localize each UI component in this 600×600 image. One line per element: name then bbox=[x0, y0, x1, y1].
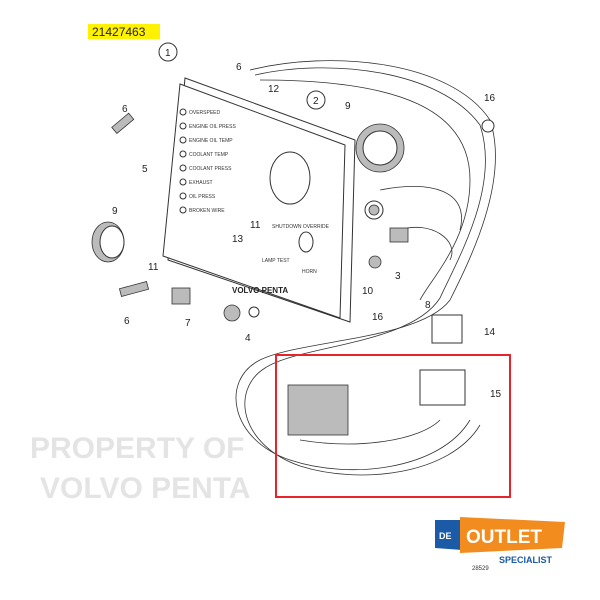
panel-brand: VOLVO PENTA bbox=[232, 286, 288, 295]
part-number-highlight bbox=[88, 24, 160, 39]
fuse-holder bbox=[419, 369, 466, 406]
callouts: 6 12 2 9 16 6 5 9 11 13 11 6 7 4 3 10 8 … bbox=[112, 62, 502, 400]
relay bbox=[431, 314, 463, 344]
callout-9: 9 bbox=[112, 206, 118, 217]
instrument-panel: OVERSPEED ENGINE OIL PRESS ENGINE OIL TE… bbox=[162, 77, 356, 323]
components bbox=[91, 112, 495, 436]
callout-6: 6 bbox=[122, 104, 128, 115]
watermark-line-2: VOLVO PENTA bbox=[40, 472, 251, 505]
shutdown-label: SHUTDOWN OVERRIDE bbox=[272, 224, 330, 230]
horn-label: HORN bbox=[302, 269, 317, 275]
lamp-test-label: LAMP TEST bbox=[262, 258, 290, 264]
callout-8: 8 bbox=[425, 300, 431, 311]
callout-9: 9 bbox=[345, 101, 351, 112]
callout-14: 14 bbox=[484, 327, 496, 338]
lamp-label: ENGINE OIL PRESS bbox=[189, 124, 236, 130]
outlet-specialist-logo: DE OUTLET SPECIALIST 28529 bbox=[435, 517, 565, 572]
wiring-harness bbox=[235, 60, 496, 476]
watermark-line-1: PROPERTY OF bbox=[30, 432, 244, 465]
callout-13: 13 bbox=[232, 234, 244, 245]
lamp-label: ENGINE OIL TEMP bbox=[189, 138, 233, 144]
lamp-label: OIL PRESS bbox=[189, 194, 216, 200]
callout-11: 11 bbox=[250, 220, 261, 231]
callout-12: 12 bbox=[268, 84, 280, 95]
callout-6: 6 bbox=[236, 62, 242, 73]
lamp-label: COOLANT TEMP bbox=[189, 152, 229, 158]
logo-outlet: OUTLET bbox=[466, 527, 542, 548]
callout-10: 10 bbox=[362, 286, 374, 297]
indicator-lamps bbox=[179, 108, 187, 214]
callout-3: 3 bbox=[395, 271, 401, 282]
callout-circle-1 bbox=[158, 42, 178, 62]
lamp-label: OVERSPEED bbox=[189, 110, 221, 116]
logo-code: 28529 bbox=[472, 566, 489, 572]
callout-7: 7 bbox=[185, 318, 191, 329]
callout-5: 5 bbox=[142, 164, 148, 175]
callout-15: 15 bbox=[490, 389, 502, 400]
callout-4: 4 bbox=[245, 333, 251, 344]
callout-11: 11 bbox=[148, 262, 159, 273]
logo-specialist: SPECIALIST bbox=[499, 555, 553, 565]
callout-6: 6 bbox=[124, 316, 130, 327]
callout-16: 16 bbox=[484, 93, 496, 104]
lamp-label: BROKEN WIRE bbox=[189, 208, 225, 214]
highlight-frame bbox=[275, 354, 511, 498]
callout-16: 16 bbox=[372, 312, 384, 323]
lamp-label: EXHAUST bbox=[189, 180, 213, 186]
lamp-label: COOLANT PRESS bbox=[189, 166, 232, 172]
part-number: 21427463 bbox=[92, 25, 146, 39]
connector-block bbox=[287, 384, 349, 436]
logo-de: DE bbox=[439, 531, 452, 541]
callout-2: 2 bbox=[313, 96, 319, 107]
callout-1: 1 bbox=[165, 48, 171, 59]
